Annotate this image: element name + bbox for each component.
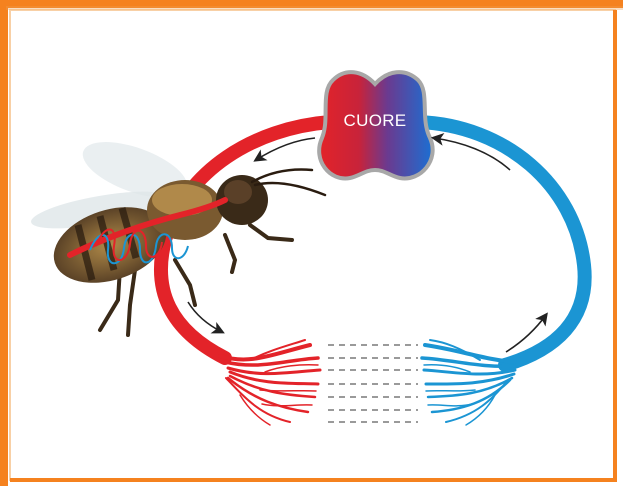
arterial-capillaries	[220, 340, 320, 425]
venous-capillaries	[422, 340, 515, 425]
arterial-vessel	[161, 122, 330, 358]
bee-illustration	[29, 131, 325, 335]
capillary-links	[328, 345, 418, 422]
venous-vessel	[418, 122, 585, 365]
heart-label: CUORE	[333, 111, 417, 131]
